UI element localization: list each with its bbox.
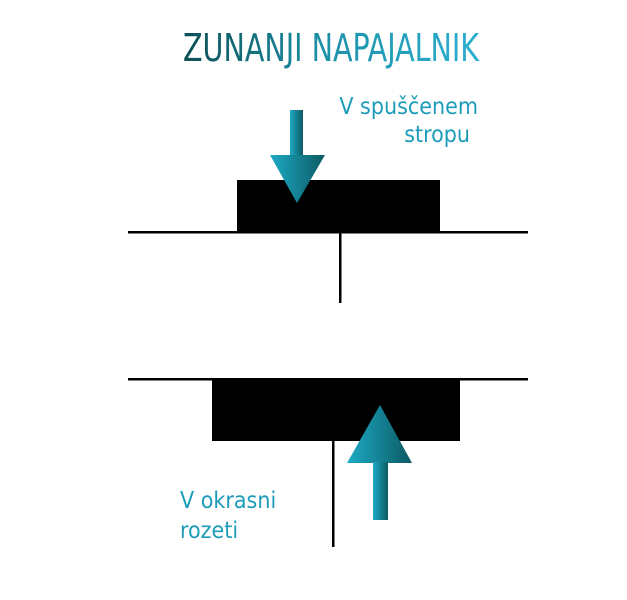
top-ceiling-line [128, 231, 528, 234]
arrow-up-icon [347, 405, 412, 520]
top-label-line2: stropu [404, 122, 470, 148]
top-label-line1: V spuščenem [339, 94, 478, 120]
arrow-down-icon [270, 110, 325, 203]
title: ZUNANJI NAPAJALNIK [183, 26, 480, 70]
top-cable-line [339, 232, 342, 303]
bottom-label-line2: rozeti [180, 518, 238, 544]
bottom-label-line1: V okrasni [180, 488, 276, 514]
bottom-cable-line [332, 441, 335, 547]
top-power-supply-block [237, 180, 440, 231]
bottom-rosette-block [212, 379, 460, 441]
